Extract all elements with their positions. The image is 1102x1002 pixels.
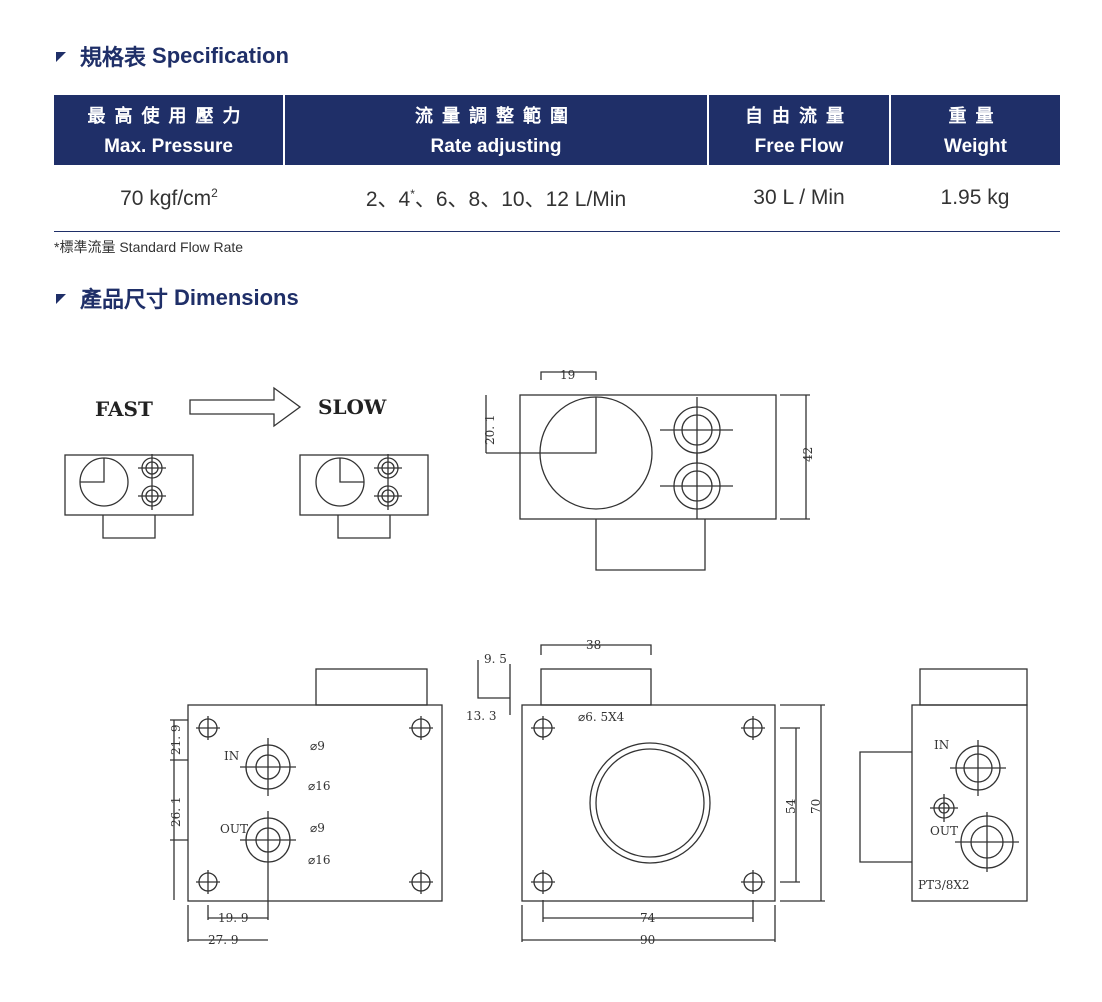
dim-9-5: 9. 5 (484, 652, 507, 666)
header-free-flow: 自由流量 Free Flow (708, 95, 891, 165)
footnote: *標準流量 Standard Flow Rate (54, 239, 244, 255)
cell-free-flow: 30 L / Min (708, 165, 890, 232)
triangle-marker-icon (56, 294, 66, 304)
dim-70: 70 (809, 799, 823, 814)
top-view (485, 371, 810, 571)
header-pressure: 最高使用壓力 Max. Pressure (54, 95, 285, 165)
spec-data-row: 70 kgf/cm2 2、4*、6、8、10、12 L/Min 30 L / M… (54, 165, 1060, 232)
dim-19: 19 (560, 368, 575, 382)
spec-header-row: 最高使用壓力 Max. Pressure 流量調整範圍 Rate adjusti… (54, 95, 1060, 165)
in-label-left: IN (224, 749, 239, 763)
cell-pressure: 70 kgf/cm2 (54, 165, 284, 232)
dim-27-9: 27. 9 (208, 933, 239, 947)
dim-42: 42 (801, 447, 815, 462)
header-weight: 重量 Weight (890, 95, 1060, 165)
dim-13-3: 13. 3 (466, 709, 497, 723)
dim-74: 74 (640, 911, 656, 925)
pt-label: PT3/8X2 (918, 878, 970, 892)
dim-38: 38 (586, 638, 601, 652)
out-label-left: OUT (220, 822, 248, 836)
in-label-right: IN (934, 738, 949, 752)
slow-label: SLOW (318, 395, 387, 419)
spec-section-title: 規格表 Specification (56, 40, 289, 72)
dim-19-9: 19. 9 (218, 911, 249, 925)
dim-phi9-in: ⌀9 (310, 739, 325, 753)
spec-table: 最高使用壓力 Max. Pressure 流量調整範圍 Rate adjusti… (54, 95, 1060, 232)
dim-6-5x4: ⌀6. 5X4 (578, 710, 625, 724)
fast-view (64, 454, 194, 539)
dim-section-title: 產品尺寸 Dimensions (56, 282, 299, 314)
out-label-right: OUT (930, 824, 958, 838)
arrow-right-icon (189, 386, 302, 428)
cell-rate: 2、4*、6、8、10、12 L/Min (284, 165, 708, 232)
cell-weight: 1.95 kg (890, 165, 1060, 232)
dim-90: 90 (640, 933, 655, 947)
fast-label: FAST (95, 397, 153, 421)
dim-phi16-out: ⌀16 (308, 853, 331, 867)
front-view (477, 644, 825, 942)
dim-54: 54 (784, 798, 798, 814)
dim-phi9-out: ⌀9 (310, 821, 325, 835)
dim-20-1: 20. 1 (483, 414, 497, 445)
right-side-view (859, 668, 1028, 902)
header-rate: 流量調整範圍 Rate adjusting (284, 95, 709, 165)
dim-phi16-in: ⌀16 (308, 779, 331, 793)
left-side-view (170, 668, 443, 942)
slow-view (299, 454, 429, 539)
dim-26-1: 26. 1 (169, 796, 183, 827)
dim-21-9: 21. 9 (169, 724, 183, 755)
triangle-marker-icon (56, 52, 66, 62)
